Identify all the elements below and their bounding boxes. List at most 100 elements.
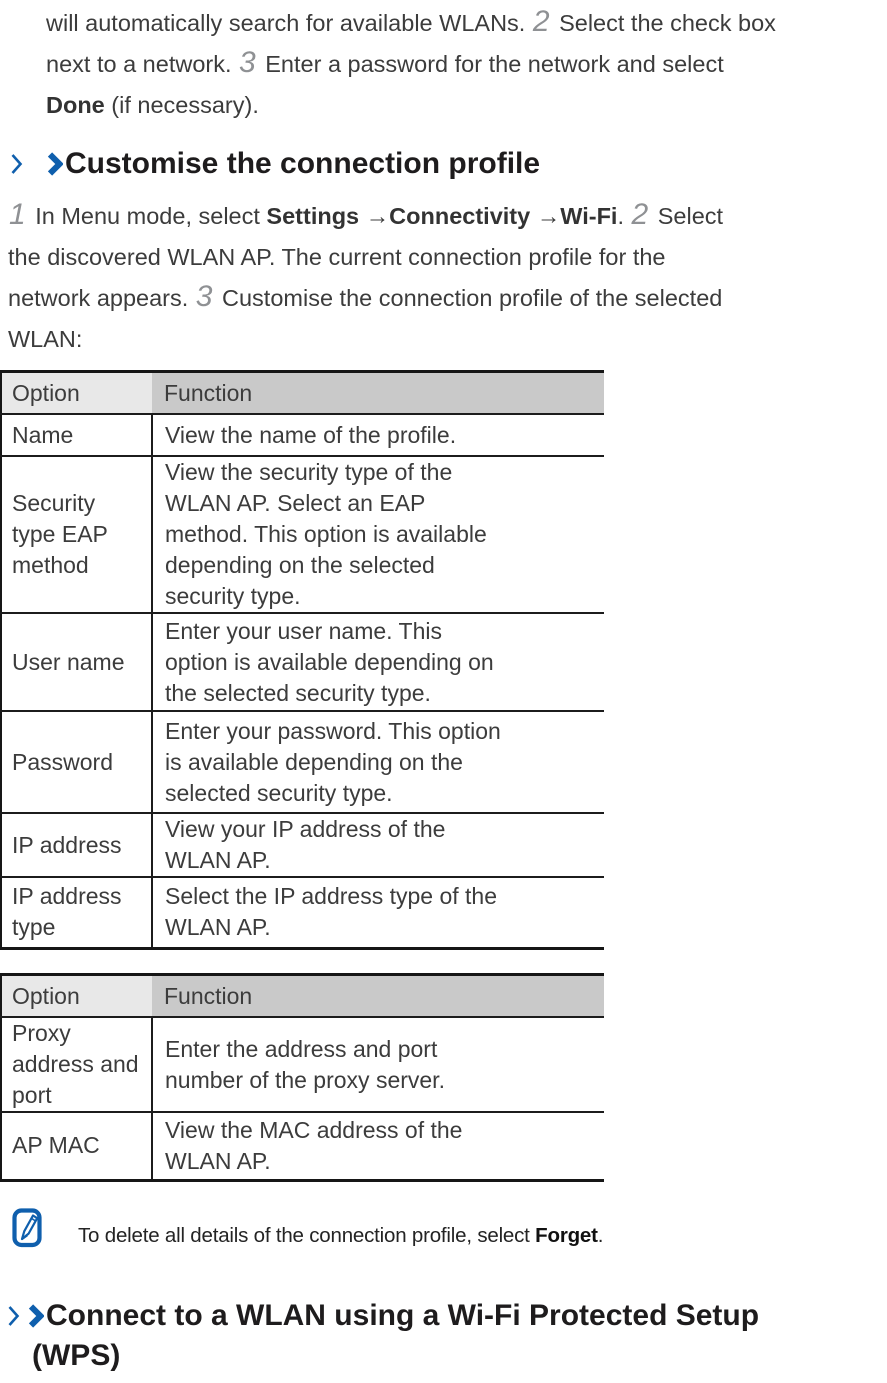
text-line: WLAN: (8, 319, 723, 360)
option-cell: IP address type (1, 877, 153, 949)
text-run: → (530, 203, 561, 229)
text-run: will automatically search for available … (46, 10, 532, 36)
text-line: option is available depending on (165, 648, 494, 675)
function-cell: Enter your password. This option is avail… (152, 711, 604, 814)
text-line: Security (12, 490, 96, 516)
text-line: will automatically search for available … (46, 3, 776, 44)
text-run: WLAN: (8, 326, 83, 352)
option-cell: IP address (1, 813, 153, 878)
text-line: View your IP address of the (165, 816, 446, 842)
text-run: To delete all details of the connection … (78, 1224, 536, 1247)
text-line: Enter your password. This option (165, 717, 501, 744)
text-run: Select the check box (552, 10, 776, 36)
text-line: IP address (12, 831, 122, 858)
text-line: AP MAC (12, 1132, 100, 1159)
text-line: port (12, 1082, 52, 1108)
text-line: Password (12, 748, 113, 775)
text-run: Enter a password for the network and sel… (258, 51, 724, 77)
note-text: To delete all details of the connection … (78, 1206, 603, 1250)
step-number: 2 (532, 5, 550, 38)
section-heading-wps: Connect to a WLAN using a Wi-Fi Protecte… (7, 1296, 759, 1376)
step-number: 3 (239, 46, 256, 79)
text-line: Select the IP address type of the (165, 883, 498, 910)
option-cell: AP MAC (1, 1112, 153, 1181)
text-run: Forget (535, 1224, 598, 1247)
text-run: network appears. (8, 285, 195, 311)
heading-line: Connect to a WLAN using a Wi-Fi Protecte… (7, 1296, 759, 1336)
text-line: View the MAC address of the (165, 1116, 463, 1143)
text-line: selected security type. (165, 779, 393, 806)
section-title-line2: (WPS) (32, 1339, 121, 1372)
text-run: (if necessary). (104, 92, 259, 118)
text-run: . (597, 1224, 604, 1247)
text-line: method. This option is available (165, 521, 487, 547)
text-line: type (12, 914, 56, 941)
text-run: Select (651, 203, 724, 229)
step-number: 3 (195, 280, 213, 313)
chevron-right-bold-icon (47, 151, 63, 177)
text-line: next to a network. 3 Enter a password fo… (46, 44, 776, 85)
text-line: Enter the address and port (165, 1035, 438, 1062)
step-number: 1 (9, 198, 26, 231)
text-run: Settings (266, 203, 360, 229)
column-header: Function (152, 974, 604, 1018)
note: To delete all details of the connection … (12, 1206, 603, 1250)
option-cell: Security type EAP method (1, 456, 153, 614)
text-line: is available depending on the (165, 748, 463, 775)
text-line: View the name of the profile. (165, 421, 457, 448)
text-line: WLAN AP. (165, 847, 271, 873)
chevron-right-icon (7, 1304, 20, 1328)
chevron-right-icon (10, 152, 23, 176)
table-row: IP address type Select the IP address type… (1, 877, 604, 949)
text-line: WLAN AP. Select an EAP (165, 490, 426, 516)
column-header: Function (152, 371, 604, 415)
text-line: security type. (165, 583, 301, 609)
text-run: Customise the connection profile of the … (215, 285, 723, 311)
text-line: the discovered WLAN AP. The current conn… (8, 237, 723, 278)
pencil-note-icon (12, 1206, 42, 1248)
text-line: WLAN AP. (165, 914, 271, 941)
text-run: . (617, 203, 631, 229)
steps-paragraph: 1 In Menu mode, select Settings →Connect… (8, 196, 723, 360)
text-line: the selected security type. (165, 679, 431, 706)
intro-paragraph: will automatically search for available … (46, 3, 776, 126)
column-header: Option (1, 371, 152, 415)
text-line: Name (12, 421, 74, 448)
option-cell: Name (1, 414, 153, 457)
function-cell: Enter the address and port number of the … (152, 1017, 604, 1113)
text-line: Proxy (12, 1020, 71, 1046)
table-row: Name View the name of the profile. (1, 414, 604, 457)
text-line: type EAP (12, 521, 108, 547)
text-line: WLAN AP. (165, 1147, 271, 1174)
section-title: Customise the connection profile (65, 147, 541, 180)
table-row: Security type EAP method View the security … (1, 456, 604, 614)
text-run: the discovered WLAN AP. The current conn… (8, 244, 666, 270)
text-line: number of the proxy server. (165, 1066, 445, 1093)
text-line: 1 In Menu mode, select Settings →Connect… (8, 196, 723, 237)
step-number: 2 (631, 198, 649, 231)
text-run: → (359, 203, 390, 229)
text-run: In Menu mode, select (28, 203, 267, 229)
function-cell: View the name of the profile. (152, 414, 604, 457)
section-heading-customise: Customise the connection profile (10, 144, 540, 184)
option-cell: User name (1, 613, 153, 712)
table-row: Password Enter your password. This option… (1, 711, 604, 814)
text-line: IP address (12, 883, 122, 910)
text-line: method (12, 552, 89, 578)
text-line: depending on the selected (165, 552, 435, 578)
section-title: Connect to a WLAN using a Wi-Fi Protecte… (46, 1299, 760, 1332)
text-run: next to a network. (46, 51, 239, 77)
text-run: Wi-Fi (560, 203, 618, 229)
text-run: Connectivity (389, 203, 531, 229)
